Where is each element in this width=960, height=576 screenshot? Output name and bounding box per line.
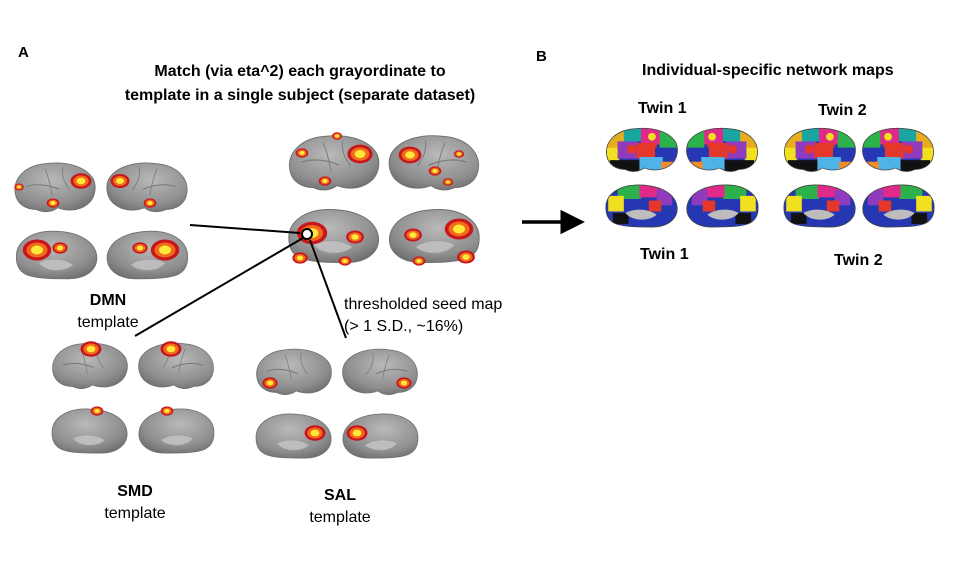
panel-a-title-line1: Match (via eta^2) each grayordinate to xyxy=(154,63,446,80)
panel-b-label: B xyxy=(536,48,547,65)
panel-a-title-line2: template in a single subject (separate d… xyxy=(124,87,476,104)
dmn-name: DMN xyxy=(89,292,127,309)
smd-caption: template xyxy=(104,505,166,522)
twin2-network-maps xyxy=(780,126,938,230)
smd-template-label: SMD template xyxy=(85,481,185,525)
twin1-network-maps xyxy=(602,126,762,230)
seed-map-brains xyxy=(288,132,480,266)
connector-lines xyxy=(134,224,347,339)
panel-a-title: Match (via eta^2) each grayordinate to t… xyxy=(80,60,520,108)
panel-b-title: Individual-specific network maps xyxy=(642,62,894,79)
seed-map-note: thresholded seed map (> 1 S.D., ~16%) xyxy=(344,294,502,338)
smd-name: SMD xyxy=(117,483,153,500)
twin1-bottom-label: Twin 1 xyxy=(640,246,689,263)
twin2-top-label: Twin 2 xyxy=(818,102,867,119)
sal-template-label: SAL template xyxy=(290,485,390,529)
seed-map-note-line1: thresholded seed map xyxy=(344,296,503,313)
dmn-template-label: DMN template xyxy=(58,290,158,334)
dmn-caption: template xyxy=(77,314,139,331)
seed-map-note-line2: (> 1 S.D., ~16%) xyxy=(344,318,464,335)
sal-name: SAL xyxy=(324,487,356,504)
seed-marker-icon xyxy=(301,228,313,240)
twin2-bottom-label: Twin 2 xyxy=(834,252,883,269)
twin1-top-label: Twin 1 xyxy=(638,100,687,117)
panel-a-label: A xyxy=(18,44,29,61)
sal-template-brains xyxy=(255,348,419,459)
sal-caption: template xyxy=(309,509,371,526)
smd-template-brains xyxy=(51,341,215,454)
dmn-template-brains xyxy=(14,162,189,280)
